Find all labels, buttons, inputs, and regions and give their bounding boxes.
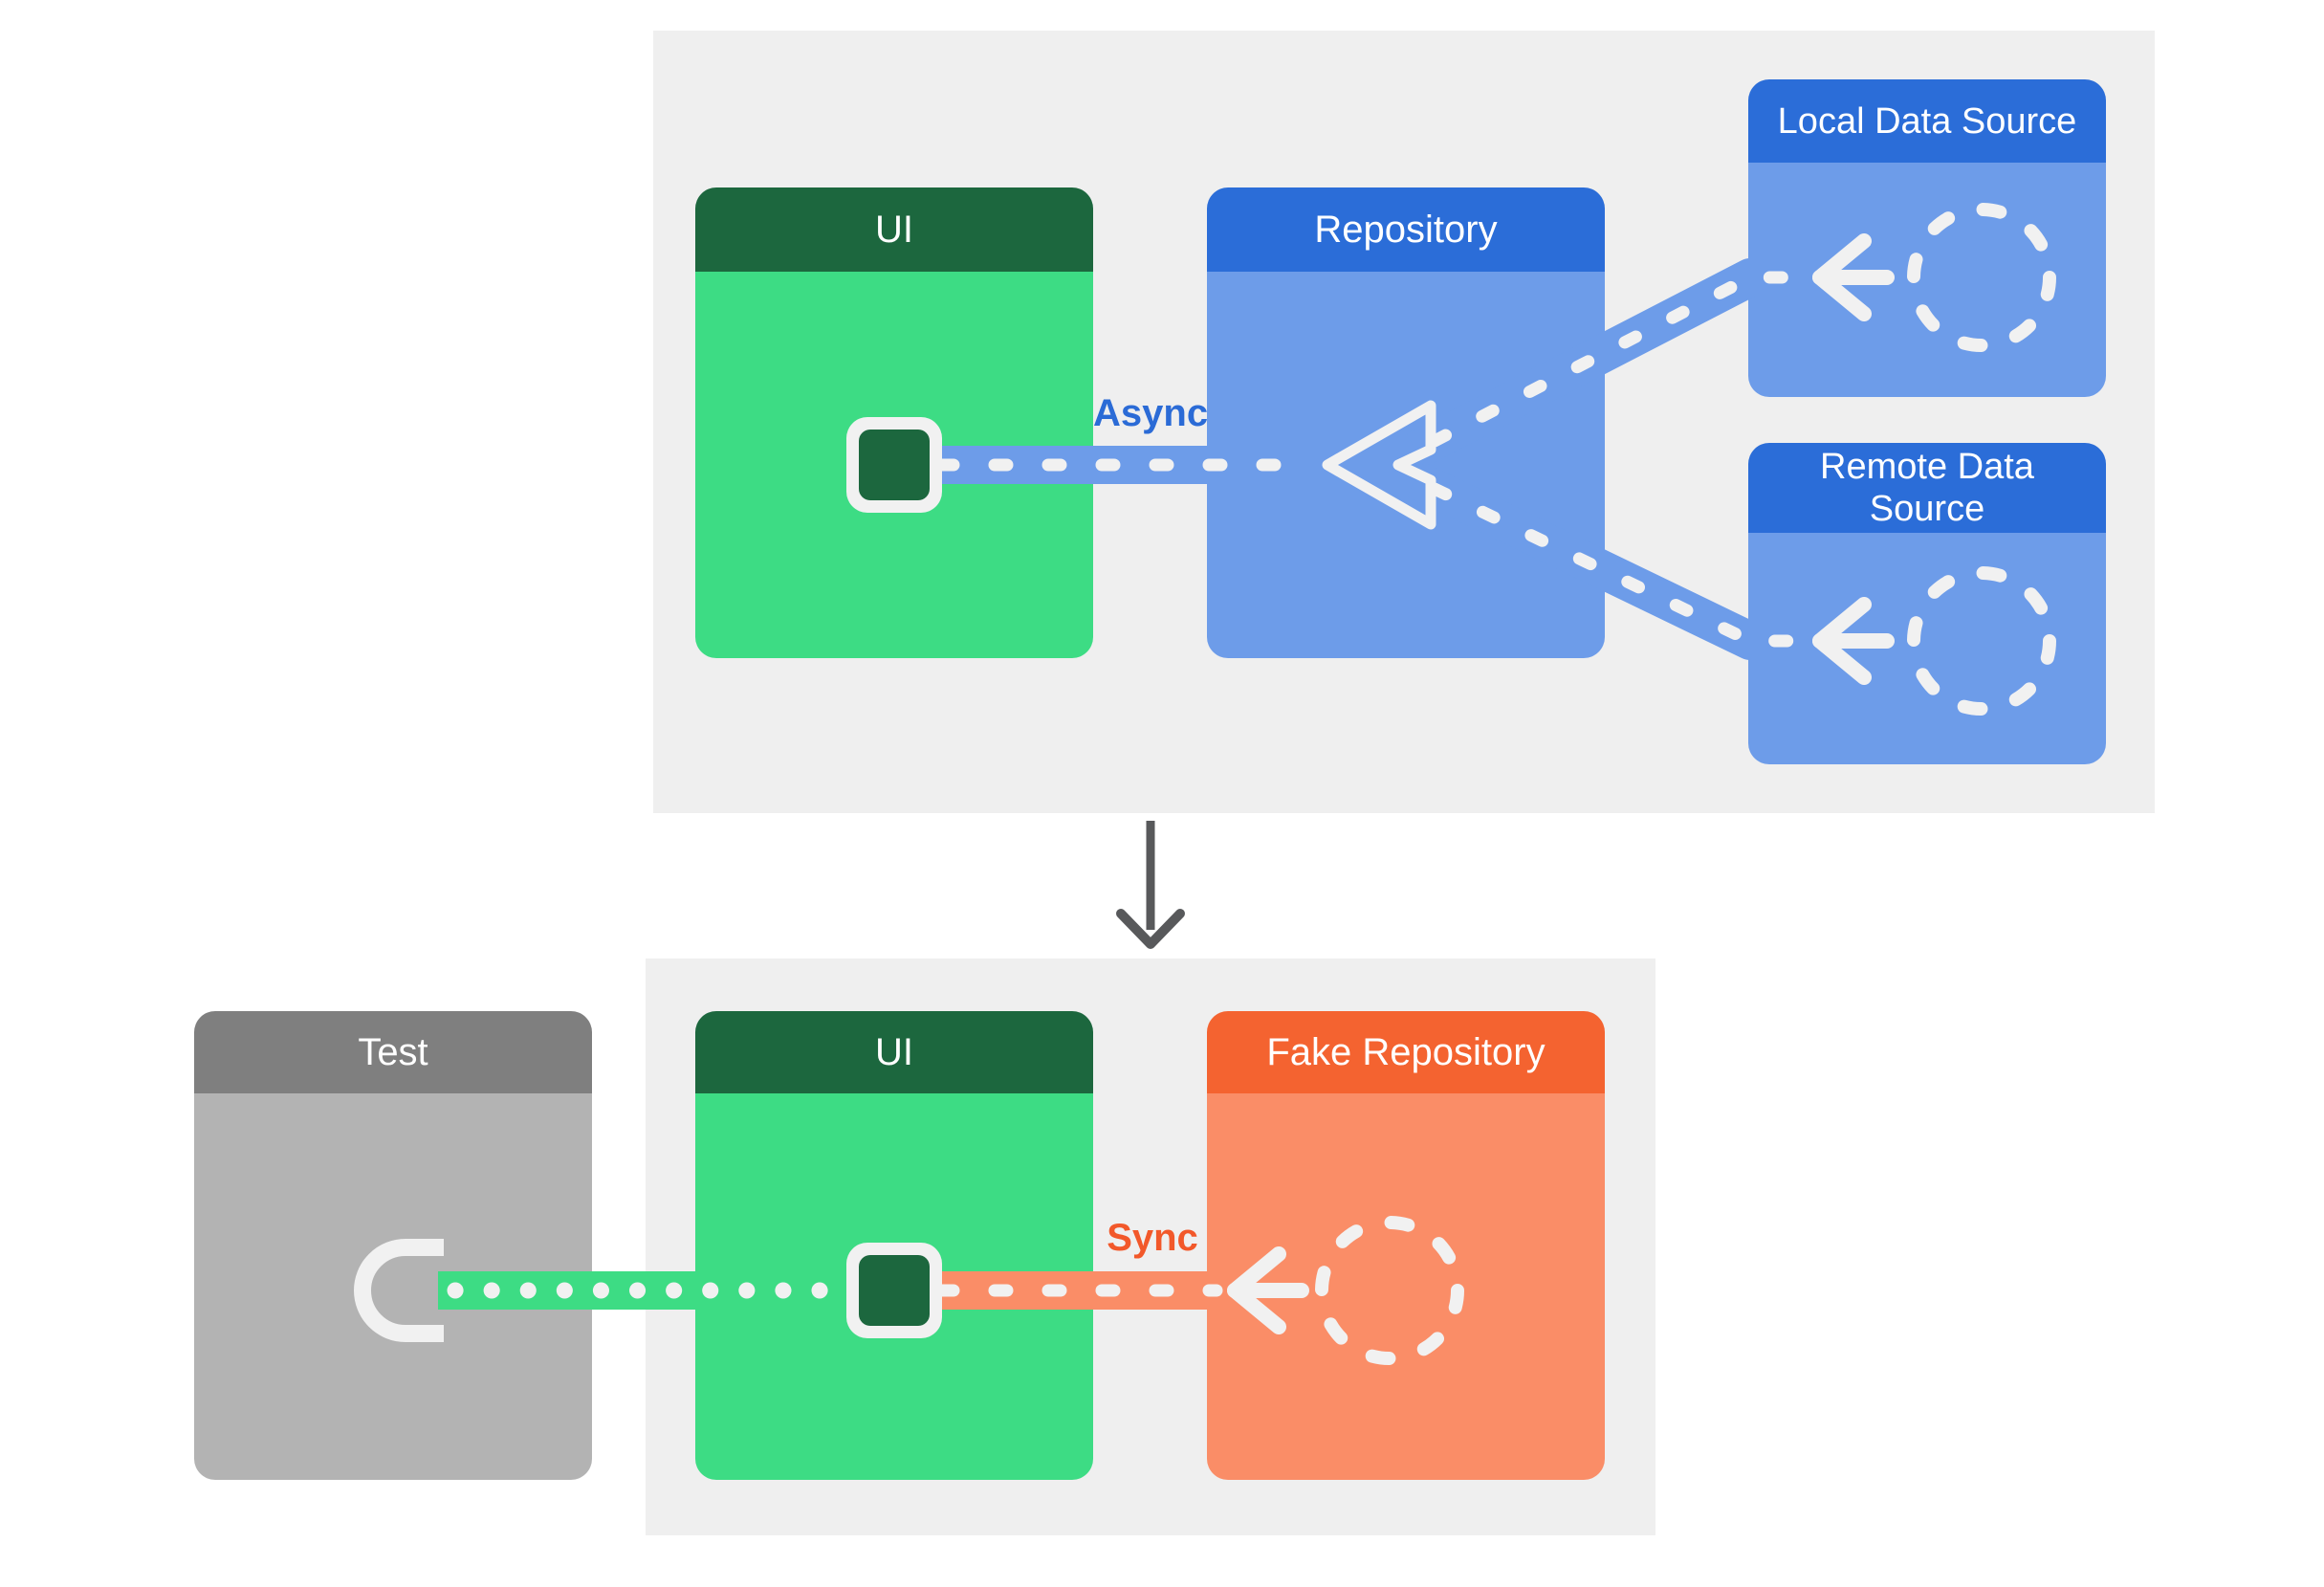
fake-repository-card-header: Fake Repository (1207, 1011, 1605, 1093)
ui-card-test-title: UI (875, 1031, 913, 1073)
local-data-source-card-body (1748, 163, 2106, 397)
test-card-header: Test (194, 1011, 592, 1093)
fake-repository-card-title: Fake Repository (1266, 1031, 1546, 1073)
ui-card-test: UI (695, 1011, 1093, 1480)
local-data-source-card: Local Data Source (1748, 79, 2106, 397)
repository-card-title: Repository (1314, 209, 1498, 251)
test-card-body (194, 1093, 592, 1480)
repository-card-body (1207, 272, 1605, 658)
test-card-title: Test (358, 1031, 428, 1073)
down-arrow-icon (1116, 821, 1185, 949)
ui-card-header: UI (695, 187, 1093, 272)
async-label: Async (1093, 392, 1209, 434)
fake-repository-card: Fake Repository (1207, 1011, 1605, 1480)
remote-data-source-card-header: Remote Data Source (1748, 443, 2106, 533)
local-data-source-card-header: Local Data Source (1748, 79, 2106, 163)
ui-card-test-body (695, 1093, 1093, 1480)
remote-data-source-card-body (1748, 533, 2106, 764)
repository-card-header: Repository (1207, 187, 1605, 272)
repository-card: Repository (1207, 187, 1605, 658)
ui-card-test-header: UI (695, 1011, 1093, 1093)
remote-data-source-card: Remote Data Source (1748, 443, 2106, 764)
sync-label: Sync (1107, 1217, 1198, 1259)
test-card: Test (194, 1011, 592, 1480)
remote-data-source-card-title: Remote Data Source (1820, 447, 2034, 529)
ui-card: UI (695, 187, 1093, 658)
ui-card-title: UI (875, 209, 913, 251)
ui-card-body (695, 272, 1093, 658)
local-data-source-card-title: Local Data Source (1777, 100, 2077, 142)
fake-repository-card-body (1207, 1093, 1605, 1480)
